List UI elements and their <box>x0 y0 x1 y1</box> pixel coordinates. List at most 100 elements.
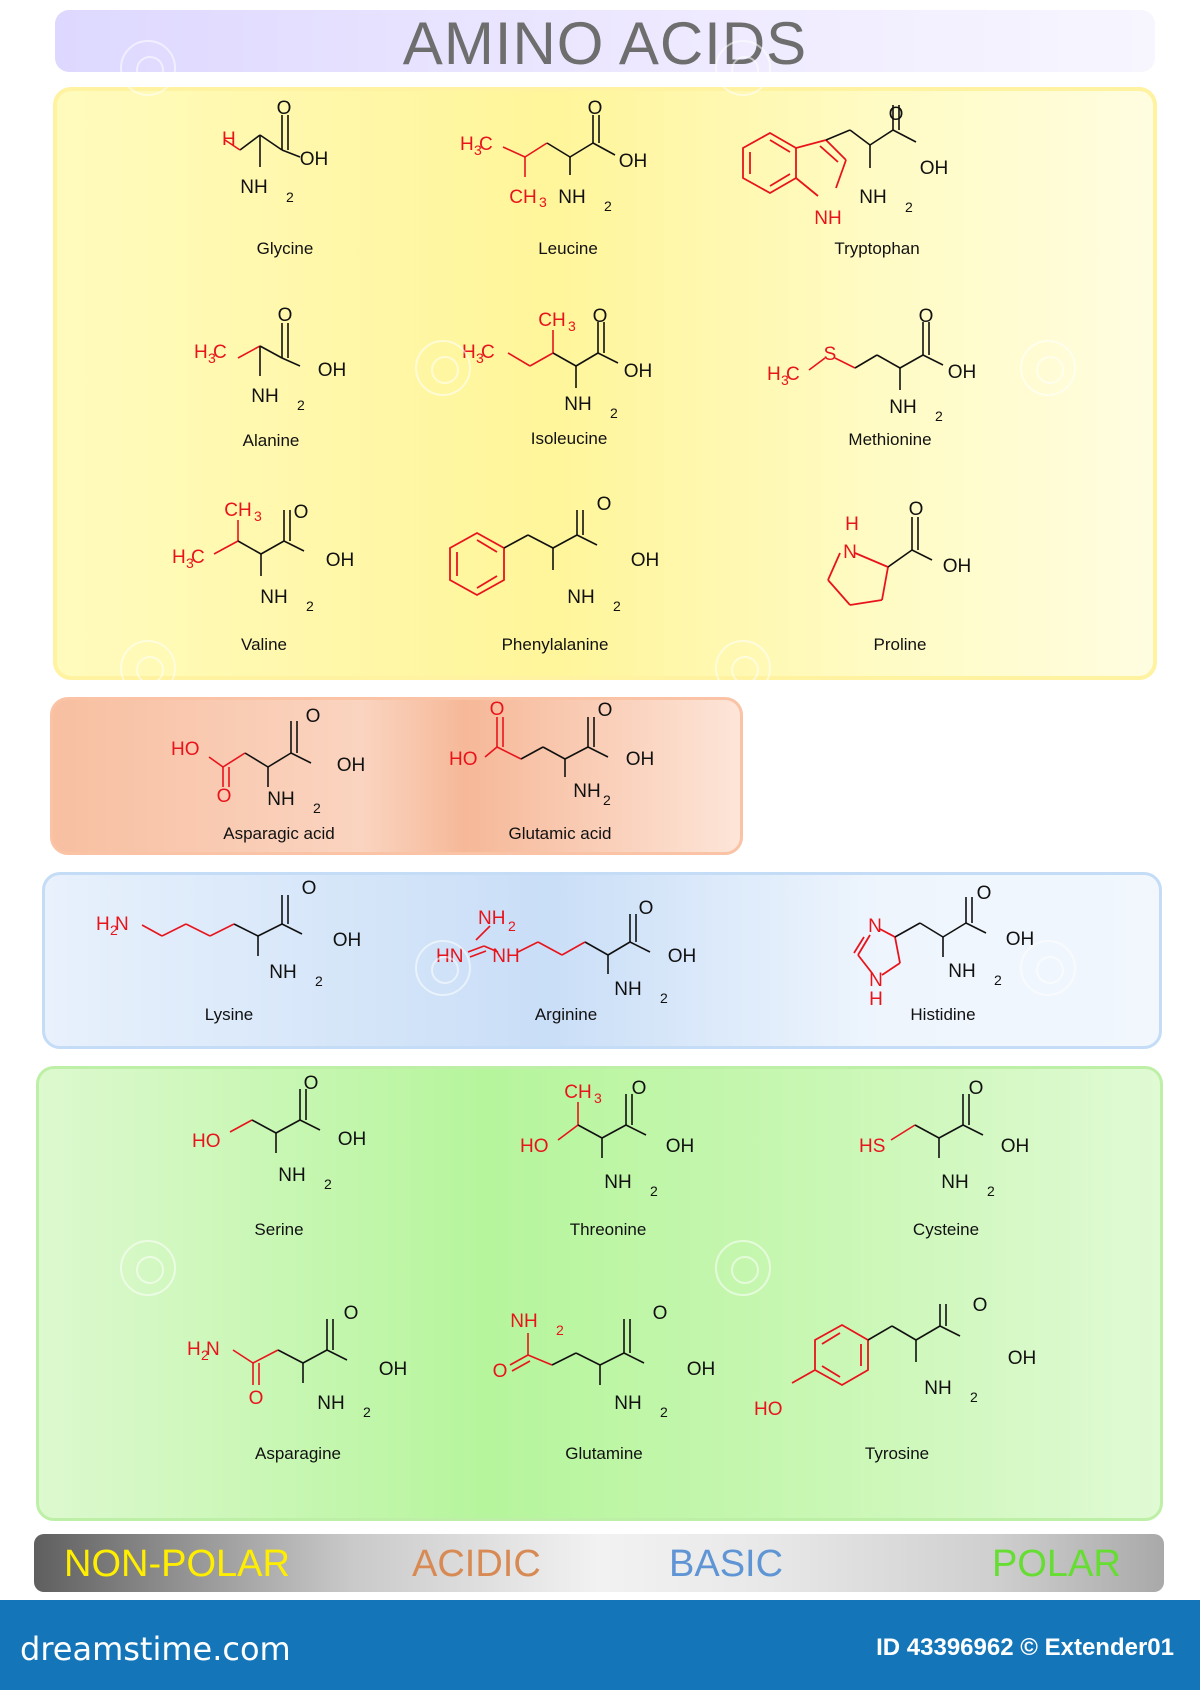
isoleucine-structure: H C 3 CH 3 O OH NH 2 <box>462 306 653 421</box>
svg-text:OH: OH <box>318 360 347 381</box>
arginine-structure: NH 2 HN NH O OH NH 2 <box>436 898 697 1006</box>
watermark-spiral-icon <box>415 340 471 396</box>
watermark-spiral-icon <box>415 940 471 996</box>
svg-text:O: O <box>302 878 317 899</box>
leucine-structure: H C 3 CH 3 O OH NH 2 <box>460 98 648 214</box>
footer-bar: dreamstime.com ID 43396962 © Extender01 <box>0 1600 1200 1690</box>
svg-text:O: O <box>304 1073 319 1094</box>
title-banner: AMINO ACIDS <box>55 10 1155 74</box>
svg-text:H C: H C <box>462 342 495 363</box>
svg-text:OH: OH <box>668 946 697 967</box>
tryptophan-structure: NH O OH NH 2 <box>742 104 949 229</box>
svg-text:O: O <box>598 700 613 721</box>
svg-text:O: O <box>969 1078 984 1099</box>
svg-text:3: 3 <box>594 1090 602 1106</box>
svg-text:H C: H C <box>460 134 493 155</box>
amino-acid-name: Histidine <box>910 1005 976 1024</box>
glycine-structure: H O OH NH 2 <box>222 98 329 205</box>
svg-text:N: N <box>868 916 882 937</box>
amino-acid-name: Tyrosine <box>864 1444 930 1463</box>
watermark-spiral-icon <box>715 1240 771 1296</box>
amino-acid-name: Glutamic acid <box>508 824 612 843</box>
svg-text:OH: OH <box>948 362 977 383</box>
legend-nonpolar: NON-POLAR <box>64 1543 290 1585</box>
watermark-spiral-icon <box>715 640 771 696</box>
svg-text:2: 2 <box>970 1389 978 1405</box>
svg-text:2: 2 <box>201 1347 209 1363</box>
legend-basic: BASIC <box>669 1543 784 1585</box>
svg-text:O: O <box>597 494 612 515</box>
svg-text:2: 2 <box>306 598 314 614</box>
svg-text:NH: NH <box>278 1165 305 1186</box>
svg-text:NH: NH <box>564 394 591 415</box>
nonpolar-group-panel <box>53 87 1157 680</box>
svg-text:2: 2 <box>286 189 294 205</box>
svg-text:OH: OH <box>1008 1348 1037 1369</box>
amino-acid-name: Leucine <box>538 239 598 258</box>
svg-text:OH: OH <box>1001 1136 1030 1157</box>
svg-text:HO: HO <box>171 739 200 760</box>
svg-text:NH: NH <box>924 1378 951 1399</box>
amino-acid-name: Methionine <box>848 430 932 449</box>
svg-text:2: 2 <box>508 918 516 934</box>
image-credit: ID 43396962 © Extender01 <box>876 1634 1174 1661</box>
svg-text:3: 3 <box>539 194 547 210</box>
amino-acid-name: Glutamine <box>565 1444 643 1463</box>
svg-text:NH: NH <box>948 961 975 982</box>
amino-acid-name: Phenylalanine <box>501 635 609 654</box>
svg-text:NH: NH <box>814 208 841 229</box>
svg-text:NH: NH <box>614 979 641 1000</box>
svg-text:CH: CH <box>564 1082 591 1103</box>
alanine-structure: H C 3 O OH NH 2 <box>194 305 347 413</box>
svg-text:2: 2 <box>994 972 1002 988</box>
glutamine-structure: NH 2 O O OH NH 2 <box>493 1303 716 1420</box>
svg-text:OH: OH <box>300 149 329 170</box>
svg-text:NH: NH <box>567 587 594 608</box>
svg-text:2: 2 <box>297 397 305 413</box>
acidic-group-panel <box>50 697 743 855</box>
svg-text:OH: OH <box>624 361 653 382</box>
svg-text:HO: HO <box>192 1131 221 1152</box>
svg-text:OH: OH <box>666 1136 695 1157</box>
svg-text:NH: NH <box>604 1172 631 1193</box>
methionine-structure: H C 3 S O OH NH 2 <box>767 306 977 424</box>
svg-text:2: 2 <box>313 800 321 816</box>
svg-text:NH: NH <box>510 1311 537 1332</box>
svg-text:OH: OH <box>943 556 972 577</box>
amino-acid-name: Proline <box>873 635 927 654</box>
svg-text:H: H <box>222 129 236 150</box>
amino-acid-name: Cysteine <box>912 1220 980 1239</box>
svg-text:2: 2 <box>604 198 612 214</box>
svg-text:2: 2 <box>935 408 943 424</box>
svg-text:O: O <box>278 305 293 326</box>
proline-structure: H N O OH <box>827 499 972 606</box>
lysine-structure: H N 2 O OH NH 2 <box>96 878 361 989</box>
svg-text:3: 3 <box>186 555 194 571</box>
svg-text:CH: CH <box>538 310 565 331</box>
svg-text:OH: OH <box>920 158 949 179</box>
svg-text:2: 2 <box>660 990 668 1006</box>
amino-acid-name: Arginine <box>534 1005 598 1024</box>
svg-text:OH: OH <box>626 749 655 770</box>
svg-text:H C: H C <box>194 342 227 363</box>
svg-text:O: O <box>306 706 321 727</box>
svg-text:O: O <box>344 1303 359 1324</box>
svg-text:2: 2 <box>905 199 913 215</box>
svg-text:H N: H N <box>187 1339 220 1360</box>
glutamic-acid-structure: HO O O OH NH 2 <box>449 699 655 808</box>
watermark-spiral-icon <box>1020 340 1076 396</box>
svg-text:2: 2 <box>110 922 118 938</box>
svg-text:O: O <box>490 699 505 720</box>
svg-text:NH: NH <box>941 1172 968 1193</box>
svg-text:H C: H C <box>172 547 205 568</box>
svg-text:CH: CH <box>224 500 251 521</box>
svg-text:O: O <box>294 502 309 523</box>
svg-text:3: 3 <box>254 508 262 524</box>
svg-text:2: 2 <box>324 1176 332 1192</box>
svg-text:3: 3 <box>568 318 576 334</box>
svg-text:NH: NH <box>614 1393 641 1414</box>
serine-structure: HO O OH NH 2 <box>192 1073 366 1192</box>
svg-text:OH: OH <box>619 151 648 172</box>
site-logo: dreamstime.com <box>20 1630 291 1668</box>
watermark-spiral-icon <box>715 40 771 96</box>
